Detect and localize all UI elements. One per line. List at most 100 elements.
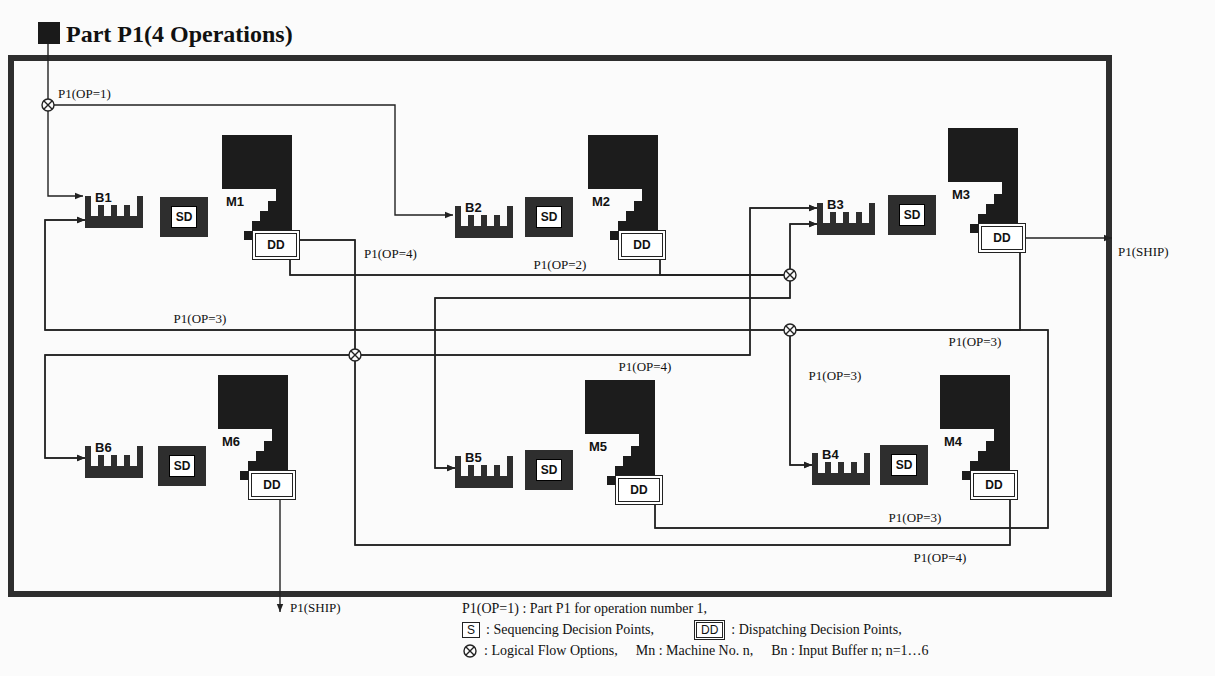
input-buffer: B1 — [85, 188, 143, 228]
dispatching-decision-box: DD — [252, 230, 300, 260]
flow-connector — [45, 355, 1010, 545]
decision-label: SD — [169, 455, 196, 477]
legend-row: S : Sequencing Decision Points, DD : Dispat… — [462, 619, 935, 640]
legend-row: P1(OP=1) : Part P1 for operation number … — [462, 598, 935, 619]
input-buffer: B4 — [812, 445, 870, 485]
flow-connector — [45, 220, 1048, 528]
legend-text: : Sequencing Decision Points, — [486, 622, 654, 638]
buffer-label: B3 — [827, 197, 844, 212]
sequencing-decision-box: SD — [525, 197, 573, 237]
dispatching-decision-box: DD — [618, 230, 666, 260]
machine: M5DD — [585, 380, 655, 485]
machine-shape — [222, 135, 292, 240]
machine-shape — [940, 375, 1010, 480]
logical-flow-symbol — [464, 645, 476, 657]
machine: M3DD — [948, 128, 1018, 233]
flow-label: P1(OP=4) — [912, 550, 969, 566]
buffer-shape — [812, 445, 870, 485]
legend-sample-box: DD — [694, 620, 725, 640]
dispatching-decision-box: DD — [978, 223, 1026, 253]
decision-label: DD — [993, 231, 1010, 245]
dispatching-decision-box: DD — [248, 470, 296, 500]
flow-connector — [355, 208, 1010, 545]
decision-label: SD — [536, 459, 563, 481]
decision-label: SD — [891, 454, 918, 476]
decision-label: SD — [536, 206, 563, 228]
buffer-label: B4 — [822, 447, 839, 462]
dispatching-decision-box: DD — [970, 470, 1018, 500]
machine: M2DD — [588, 135, 658, 240]
machine: M1DD — [222, 135, 292, 240]
logical-flow-symbol — [462, 643, 478, 659]
buffer-shape — [455, 198, 513, 238]
flow-connector — [290, 260, 790, 468]
flow-connector — [45, 240, 355, 458]
flow-label: P1(OP=3) — [947, 334, 1004, 350]
input-buffer: B6 — [85, 438, 143, 478]
logical-flow-option — [42, 99, 54, 111]
decision-label: SD — [899, 204, 926, 226]
buffer-shape — [85, 188, 143, 228]
flow-label: P1(OP=1) — [56, 86, 113, 102]
logical-flow-option — [784, 324, 796, 336]
entry-line — [47, 44, 48, 99]
machine-shape — [585, 380, 655, 485]
legend-text: Mn : Machine No. n, — [636, 643, 753, 659]
decision-label: DD — [267, 238, 284, 252]
sequencing-decision-box: SD — [888, 195, 936, 235]
ship-line — [1026, 237, 1112, 238]
buffer-label: B2 — [465, 200, 482, 215]
sequencing-decision-box: SD — [160, 197, 208, 237]
flow-connector — [660, 224, 817, 275]
entry-line — [48, 111, 83, 196]
machine-shape — [948, 128, 1018, 233]
flow-label: P1(OP=3) — [887, 510, 944, 526]
flow-label: P1(OP=4) — [362, 246, 419, 262]
machine-label: M6 — [222, 434, 240, 449]
legend-text: Bn : Input Buffer n; n=1…6 — [771, 643, 928, 659]
machine-shape — [218, 375, 288, 480]
ship-line — [279, 500, 280, 612]
buffer-label: B6 — [95, 440, 112, 455]
sequencing-decision-box: SD — [880, 445, 928, 485]
machine-label: M4 — [944, 434, 962, 449]
machine-label: M2 — [592, 194, 610, 209]
input-buffer: B5 — [455, 448, 513, 488]
legend-row: : Logical Flow Options,Mn : Machine No. … — [462, 640, 935, 661]
machine: M6DD — [218, 375, 288, 480]
dispatching-decision-box: DD — [615, 475, 663, 505]
machine-label: M1 — [226, 194, 244, 209]
input-buffer: B2 — [455, 198, 513, 238]
flow-label: P1(SHIP) — [288, 600, 343, 616]
buffer-shape — [455, 448, 513, 488]
legend-sample-box: S — [462, 622, 480, 638]
flow-label: P1(OP=3) — [172, 311, 229, 327]
part-icon — [38, 22, 60, 44]
decision-label: DD — [630, 483, 647, 497]
flow-label: P1(OP=2) — [532, 257, 589, 273]
decision-label: DD — [263, 478, 280, 492]
legend: P1(OP=1) : Part P1 for operation number … — [462, 598, 935, 661]
machine: M4DD — [940, 375, 1010, 480]
flow-connector — [790, 253, 1020, 465]
logical-flow-option — [349, 349, 361, 361]
flow-label: P1(SHIP) — [1116, 244, 1171, 260]
decision-label: SD — [171, 206, 198, 228]
machine-label: M5 — [589, 439, 607, 454]
input-buffer: B3 — [817, 195, 875, 235]
buffer-label: B1 — [95, 190, 112, 205]
legend-text: : Dispatching Decision Points, — [731, 622, 901, 638]
decision-label: DD — [633, 238, 650, 252]
decision-label: DD — [985, 478, 1002, 492]
buffer-label: B5 — [465, 450, 482, 465]
sequencing-decision-box: SD — [158, 446, 206, 486]
flow-connector — [655, 330, 1048, 528]
machine-label: M3 — [952, 187, 970, 202]
buffer-shape — [817, 195, 875, 235]
buffer-shape — [85, 438, 143, 478]
logical-flow-option — [784, 269, 796, 281]
